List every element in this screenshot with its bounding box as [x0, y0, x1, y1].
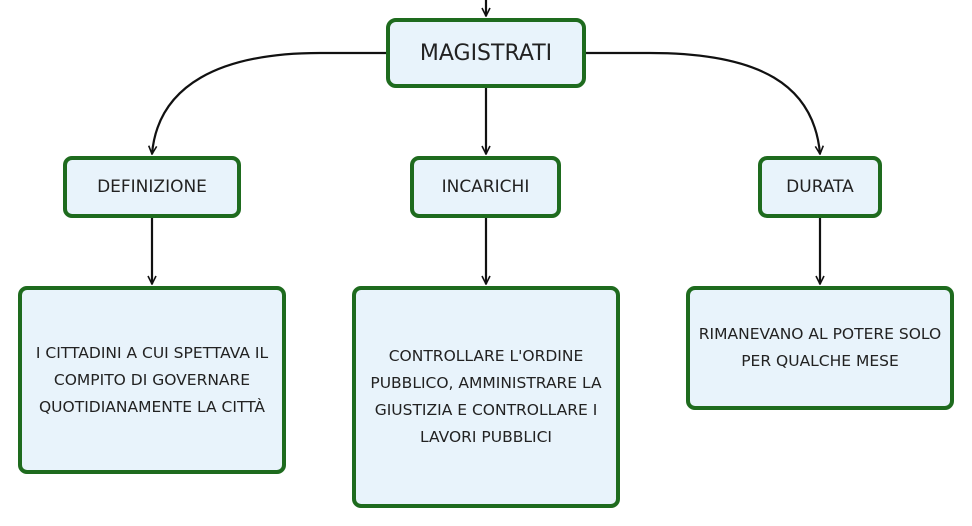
category-node-durata[interactable]: DURATA [758, 156, 882, 218]
detail-node-definizione[interactable]: I CITTADINI A CUI SPETTAVA IL COMPITO DI… [18, 286, 286, 474]
category-node-definizione[interactable]: DEFINIZIONE [63, 156, 241, 218]
detail-node-incarichi[interactable]: CONTROLLARE L'ORDINE PUBBLICO, AMMINISTR… [352, 286, 620, 508]
root-node-label: MAGISTRATI [419, 40, 553, 66]
connector-root-definizione [152, 51, 386, 154]
detail-text-definizione: I CITTADINI A CUI SPETTAVA IL COMPITO DI… [35, 343, 269, 416]
category-label-incarichi: INCARICHI [441, 177, 530, 197]
detail-text-durata: RIMANEVANO AL POTERE SOLO PER QUALCHE ME… [698, 325, 942, 370]
category-label-definizione: DEFINIZIONE [97, 177, 207, 197]
category-node-incarichi[interactable]: INCARICHI [410, 156, 561, 218]
connector-root-durata [586, 51, 820, 154]
detail-text-incarichi: CONTROLLARE L'ORDINE PUBBLICO, AMMINISTR… [370, 347, 602, 446]
root-node[interactable]: MAGISTRATI [386, 18, 586, 88]
category-label-durata: DURATA [786, 177, 854, 197]
detail-node-durata[interactable]: RIMANEVANO AL POTERE SOLO PER QUALCHE ME… [686, 286, 954, 410]
